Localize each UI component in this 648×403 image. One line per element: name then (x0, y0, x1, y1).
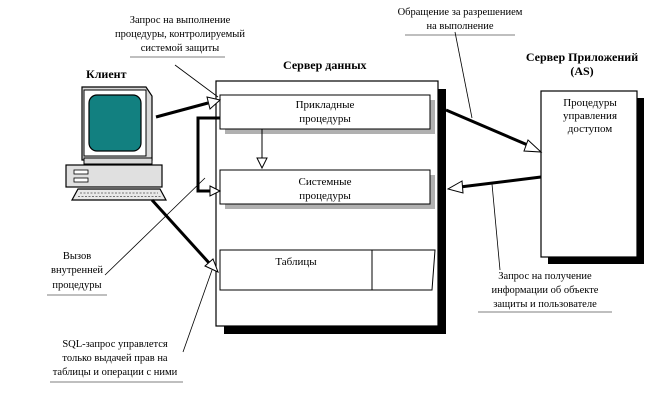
client-computer-icon (65, 86, 168, 201)
access-procedures-label-2: управления (563, 110, 617, 122)
applied-procedures-box (219, 94, 431, 130)
access-procedures-label-1: Процедуры (563, 97, 617, 109)
system-procedures-label-1: Системные (299, 176, 352, 188)
sql-note-1: SQL-запрос управлется (62, 339, 168, 350)
app-server-title-line2: (AS) (570, 64, 593, 78)
server-to-as-arrow (445, 108, 531, 148)
info-request-note-3: защиты и пользователе (493, 299, 597, 310)
app-server-title-line1: Сервер Приложений (526, 50, 638, 64)
internal-call-bracket (196, 116, 220, 193)
client-to-tables-arrow (150, 198, 212, 266)
as-to-system-arrow (459, 175, 542, 189)
tables-box (219, 249, 436, 291)
permission-note-1: Обращение за разрешением (398, 7, 523, 18)
internal-call-note-2: внутренней (51, 265, 103, 276)
client-title: Клиент (86, 67, 127, 81)
system-procedures-box (219, 169, 431, 205)
sql-note-2: только выдачей прав на (62, 353, 168, 364)
app-server-box (540, 90, 638, 258)
request-exec-note-1: Запрос на выполнение (130, 15, 231, 26)
applied-procedures-label-2: процедуры (299, 113, 351, 125)
data-server-title: Сервер данных (283, 58, 367, 72)
permission-note-2: на выполнение (426, 21, 493, 32)
tables-label: Таблицы (275, 256, 317, 268)
info-request-note-2: информации об объекте (492, 285, 599, 296)
request-exec-note-2: процедуры, контролируемый (115, 29, 245, 40)
info-request-note-1: Запрос на получение (498, 271, 592, 282)
client-to-applied-arrow (155, 101, 209, 119)
access-procedures-label-3: доступом (568, 123, 613, 135)
internal-call-note-3: процедуры (52, 280, 101, 291)
monitor-screen (88, 94, 142, 152)
request-exec-note-3: системой защиты (141, 43, 219, 54)
applied-procedures-label-1: Прикладные (296, 99, 355, 111)
sql-note-3: таблицы и операции с ними (53, 367, 178, 378)
system-procedures-label-2: процедуры (299, 190, 351, 202)
internal-call-note-1: Вызов (63, 251, 91, 262)
